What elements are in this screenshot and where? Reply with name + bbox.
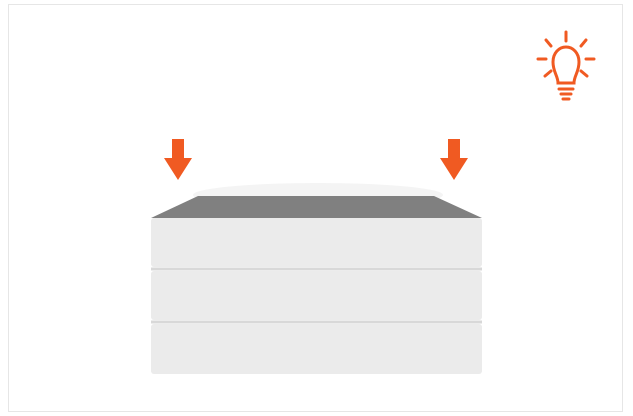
- layer-3: [151, 324, 482, 374]
- arrow-down-left: [164, 139, 192, 180]
- layer-1: [151, 218, 482, 267]
- lightbulb-icon: [538, 32, 594, 99]
- arrow-down-right: [440, 139, 468, 180]
- layer-2: [151, 271, 482, 320]
- top-cap: [151, 196, 482, 218]
